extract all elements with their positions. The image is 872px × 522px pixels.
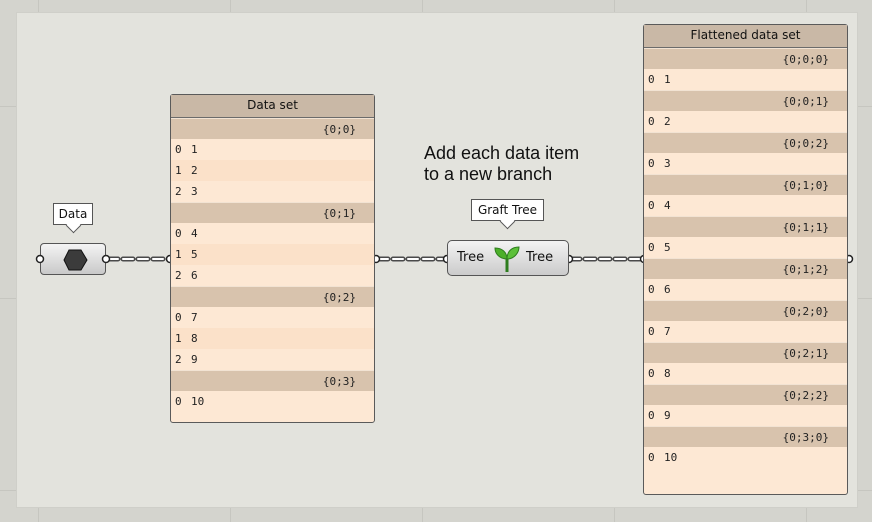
item-index: 0 [175, 311, 182, 324]
item-value: 1 [664, 73, 671, 86]
branch-path: {0;2} [171, 286, 374, 307]
item-index: 0 [648, 283, 655, 296]
item-index: 2 [175, 353, 182, 366]
branch-path: {0;1;2} [644, 258, 847, 279]
hexagon-icon [63, 249, 88, 271]
item-value: 6 [664, 283, 671, 296]
item-value: 7 [191, 311, 198, 324]
graft-tooltip: Graft Tree [471, 199, 544, 221]
graft-output-label[interactable]: Tree [526, 250, 554, 265]
data-parameter[interactable] [40, 243, 106, 275]
branch-path: {0;1} [171, 202, 374, 223]
item-index: 1 [175, 332, 182, 345]
item-index: 0 [648, 157, 655, 170]
item-index: 0 [648, 367, 655, 380]
item-value: 8 [664, 367, 671, 380]
branch-path: {0;1;0} [644, 174, 847, 195]
item-value: 8 [191, 332, 198, 345]
annotation-line-2: to a new branch [424, 164, 553, 184]
branch-path: {0;0;2} [644, 132, 847, 153]
branch-path: {0;0} [171, 118, 374, 139]
item-value: 3 [191, 185, 198, 198]
graft-tree-component[interactable]: Tree Tree [447, 240, 569, 276]
list-item: 0 10 [644, 447, 847, 468]
item-index: 0 [648, 409, 655, 422]
branch-path: {0;1;1} [644, 216, 847, 237]
branch-path: {0;2;1} [644, 342, 847, 363]
item-index: 0 [175, 227, 182, 240]
item-value: 9 [664, 409, 671, 422]
annotation-line-1: Add each data item [424, 143, 580, 163]
item-index: 0 [648, 325, 655, 338]
item-value: 6 [191, 269, 198, 282]
item-index: 0 [648, 199, 655, 212]
item-index: 0 [175, 395, 182, 408]
item-value: 5 [664, 241, 671, 254]
panel-title: Data set [171, 95, 374, 118]
item-index: 2 [175, 185, 182, 198]
annotation-text: Add each data item to a new branch [424, 143, 579, 185]
list-item: 0 10 [171, 391, 374, 412]
branch-path: {0;3} [171, 370, 374, 391]
item-value: 3 [664, 157, 671, 170]
item-value: 7 [664, 325, 671, 338]
item-value: 4 [664, 199, 671, 212]
item-index: 0 [175, 143, 182, 156]
item-value: 10 [664, 451, 678, 464]
graft-label: Graft Tree [477, 203, 538, 217]
item-value: 4 [191, 227, 198, 240]
branch-path: {0;0;1} [644, 90, 847, 111]
branch-path: {0;2;0} [644, 300, 847, 321]
branch-path: {0;2;2} [644, 384, 847, 405]
item-index: 0 [648, 115, 655, 128]
item-index: 1 [175, 248, 182, 261]
item-value: 2 [664, 115, 671, 128]
branch-path: {0;3;0} [644, 426, 847, 447]
item-value: 2 [191, 164, 198, 177]
data-label: Data [58, 207, 88, 221]
panel-title: Flattened data set [644, 25, 847, 48]
sprout-icon [494, 246, 520, 272]
branch-path: {0;0;0} [644, 48, 847, 69]
item-index: 2 [175, 269, 182, 282]
graft-input-label[interactable]: Tree [457, 250, 485, 265]
item-index: 0 [648, 241, 655, 254]
item-value: 1 [191, 143, 198, 156]
item-value: 10 [191, 395, 205, 408]
item-index: 0 [648, 73, 655, 86]
item-value: 5 [191, 248, 198, 261]
item-index: 0 [648, 451, 655, 464]
item-value: 9 [191, 353, 198, 366]
item-index: 1 [175, 164, 182, 177]
